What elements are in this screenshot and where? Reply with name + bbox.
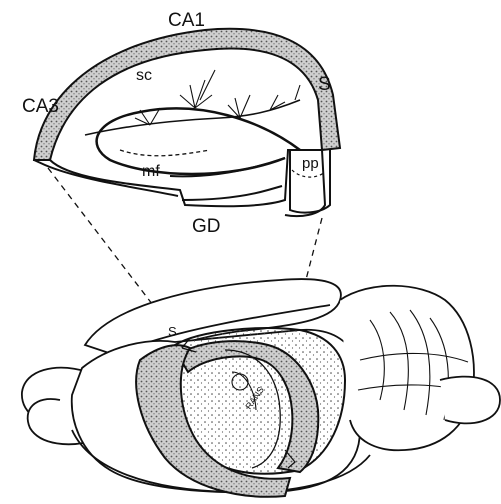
- neuron-dendrites: [135, 70, 300, 125]
- cerebellum: [340, 286, 474, 450]
- mossy-fiber-path: [120, 150, 210, 156]
- label-s: S: [318, 74, 331, 95]
- brainstem: [440, 377, 500, 424]
- label-sc: sc: [136, 67, 152, 84]
- pyramidal-cell-band: [34, 29, 340, 160]
- dentate-gyrus: [97, 108, 300, 174]
- label-pp: pp: [302, 155, 319, 172]
- label-ca1: CA1: [168, 10, 205, 31]
- label-s-small: S: [168, 324, 177, 339]
- label-mf: mf: [142, 163, 160, 180]
- label-ca3: CA3: [22, 96, 59, 117]
- slice-outline: [50, 150, 325, 216]
- label-gd: GD: [192, 216, 221, 237]
- hippocampal-slice: [34, 29, 340, 216]
